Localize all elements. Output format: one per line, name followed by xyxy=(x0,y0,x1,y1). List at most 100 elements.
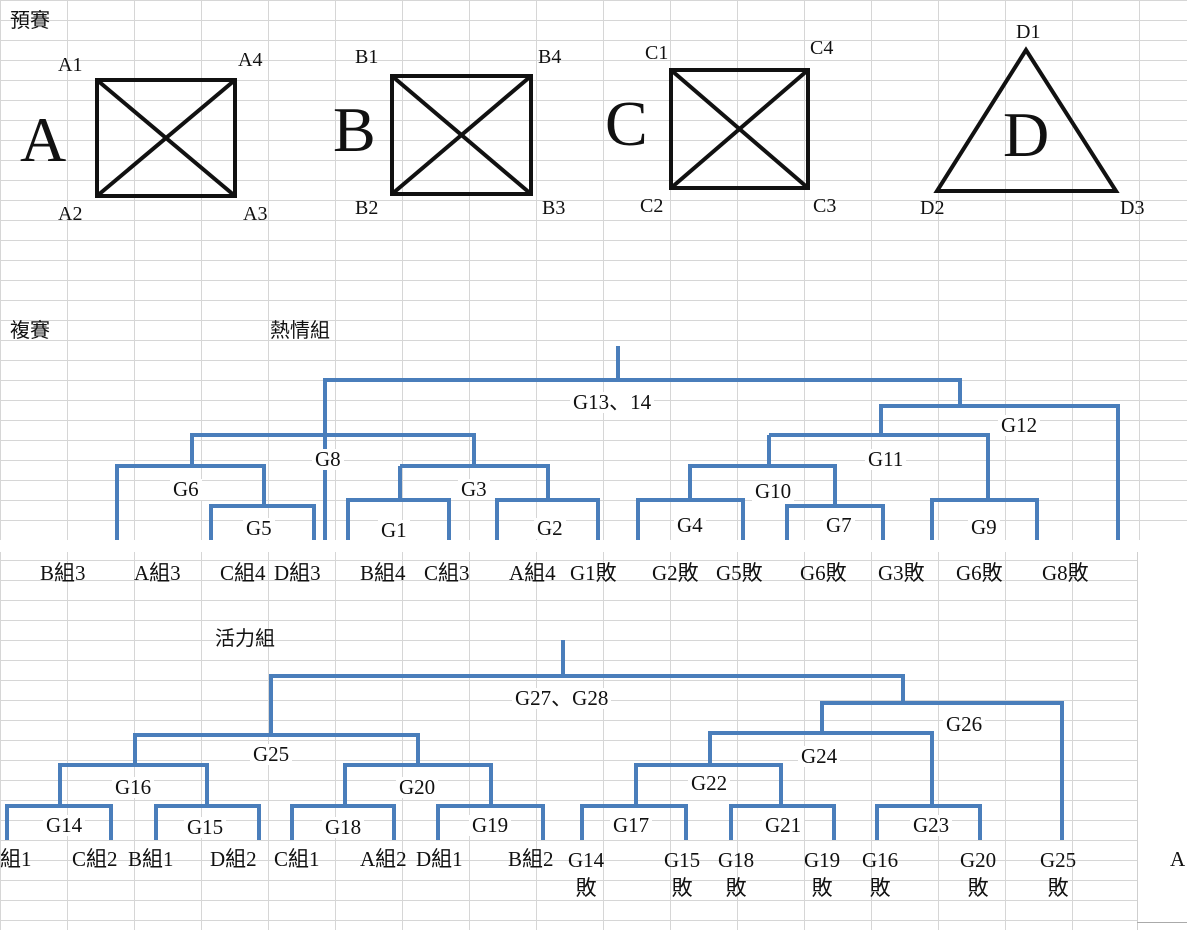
preliminary-title: 預賽 xyxy=(10,8,50,32)
group-b-corner-2: B2 xyxy=(355,197,379,219)
group-b-corner-3: B3 xyxy=(542,197,566,219)
loser-leaf-label: G14 敗 xyxy=(568,846,604,902)
leaf-label: G6敗 xyxy=(800,561,847,585)
group-c-corner-3: C3 xyxy=(813,195,837,217)
vitality-bracket xyxy=(5,640,1064,840)
leaf-label: B組3 xyxy=(40,561,86,585)
group-b-corner-1: B1 xyxy=(355,46,379,68)
loser-leaf-game: G15 xyxy=(664,848,701,872)
loser-leaf-game: G19 xyxy=(804,848,841,872)
leaf-label: 組1 xyxy=(0,847,32,871)
leaf-label: A組3 xyxy=(134,561,181,585)
game-label: G4 xyxy=(674,515,706,536)
group-d-letter: D xyxy=(1003,99,1050,170)
game-label: G19 xyxy=(469,815,512,836)
loser-leaf-suffix: 敗 xyxy=(869,876,891,900)
leaf-label: D組2 xyxy=(210,847,257,871)
group-c-corner-2: C2 xyxy=(640,195,664,217)
leaf-label: G6敗 xyxy=(956,561,1003,585)
game-label: G3 xyxy=(458,479,490,500)
group-d-corner-3: D3 xyxy=(1120,197,1145,219)
leaf-label: C組1 xyxy=(274,847,320,871)
game-label: G13、14 xyxy=(570,392,655,413)
leaf-label: G8敗 xyxy=(1042,561,1089,585)
leaf-label: D組3 xyxy=(274,561,321,585)
game-label: G14 xyxy=(43,815,86,836)
loser-leaf-game: G16 xyxy=(862,848,899,872)
group-c-corner-4: C4 xyxy=(810,37,834,59)
loser-leaf-label: G19 敗 xyxy=(804,846,840,902)
group-d-corner-1: D1 xyxy=(1016,21,1041,43)
leaf-label: A組2 xyxy=(360,847,407,871)
game-label: G25 xyxy=(250,744,293,765)
group-b-corner-4: B4 xyxy=(538,46,562,68)
loser-leaf-game: G14 xyxy=(568,848,605,872)
side-panel-letter: A xyxy=(1170,847,1186,871)
game-label: G11 xyxy=(865,449,907,470)
game-label: G1 xyxy=(378,520,410,541)
group-a-corner-2: A2 xyxy=(58,203,83,225)
game-label: G22 xyxy=(688,773,731,794)
leaf-label: G3敗 xyxy=(878,561,925,585)
loser-leaf-suffix: 敗 xyxy=(725,876,747,900)
loser-leaf-suffix: 敗 xyxy=(575,876,597,900)
game-label: G10 xyxy=(752,481,795,502)
game-label: G9 xyxy=(968,517,1000,538)
group-a-corner-1: A1 xyxy=(58,54,83,76)
leaf-label: D組1 xyxy=(416,847,463,871)
game-label: G27、G28 xyxy=(512,688,612,709)
separator-band xyxy=(0,540,1187,552)
loser-leaf-suffix: 敗 xyxy=(811,876,833,900)
game-label: G6 xyxy=(170,479,202,500)
passion-group-title: 熱情組 xyxy=(270,318,330,342)
game-label: G21 xyxy=(762,815,805,836)
loser-leaf-game: G20 xyxy=(960,848,997,872)
loser-leaf-game: G25 xyxy=(1040,848,1077,872)
leaf-label: B組1 xyxy=(128,847,174,871)
game-label: G17 xyxy=(610,815,653,836)
leaf-label: C組2 xyxy=(72,847,118,871)
leaf-label: A組4 xyxy=(509,561,556,585)
game-label: G5 xyxy=(243,518,275,539)
loser-leaf-label: G16 敗 xyxy=(862,846,898,902)
leaf-label: C組3 xyxy=(424,561,470,585)
game-label: G20 xyxy=(396,777,439,798)
group-d-triangle xyxy=(933,46,1120,193)
group-a-letter: A xyxy=(20,104,67,175)
group-b-letter: B xyxy=(333,94,376,165)
loser-leaf-label: G25 敗 xyxy=(1040,846,1076,902)
side-panel-bottom-line xyxy=(1137,922,1187,923)
group-d-corner-2: D2 xyxy=(920,197,945,219)
loser-leaf-suffix: 敗 xyxy=(671,876,693,900)
game-label: G8 xyxy=(312,449,344,470)
group-c-corner-1: C1 xyxy=(645,42,669,64)
game-label: G26 xyxy=(943,714,986,735)
game-label: G15 xyxy=(184,817,227,838)
leaf-label: G5敗 xyxy=(716,561,763,585)
group-b-box xyxy=(390,74,533,196)
second-round-title: 複賽 xyxy=(10,318,50,342)
leaf-label: G2敗 xyxy=(652,561,699,585)
game-label: G23 xyxy=(910,815,953,836)
game-label: G24 xyxy=(798,746,841,767)
group-c-box xyxy=(669,68,810,190)
group-a-corner-3: A3 xyxy=(243,203,268,225)
loser-leaf-label: G20 敗 xyxy=(960,846,996,902)
game-label: G18 xyxy=(322,817,365,838)
group-a-corner-4: A4 xyxy=(238,49,263,71)
passion-bracket xyxy=(115,346,1120,540)
game-label: G2 xyxy=(534,518,566,539)
leaf-label: G1敗 xyxy=(570,561,617,585)
game-label: G16 xyxy=(112,777,155,798)
loser-leaf-label: G18 敗 xyxy=(718,846,754,902)
leaf-label: C組4 xyxy=(220,561,266,585)
leaf-label: B組4 xyxy=(360,561,406,585)
game-label: G12 xyxy=(998,415,1041,436)
loser-leaf-suffix: 敗 xyxy=(967,876,989,900)
leaf-label: B組2 xyxy=(508,847,554,871)
loser-leaf-game: G18 xyxy=(718,848,755,872)
loser-leaf-label: G15 敗 xyxy=(664,846,700,902)
game-label: G7 xyxy=(823,515,855,536)
group-a-box xyxy=(95,78,237,198)
